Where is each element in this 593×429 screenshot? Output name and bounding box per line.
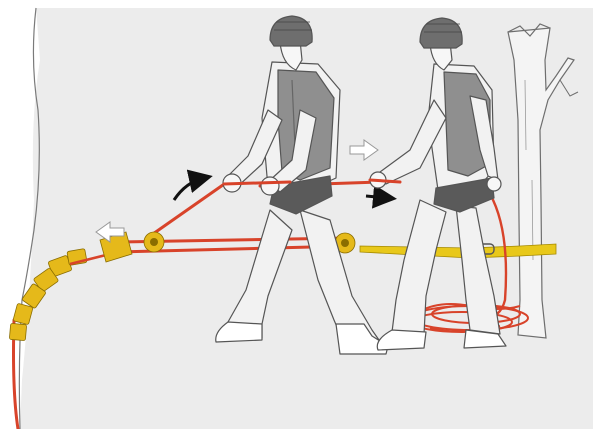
pull-arrow-straight <box>366 196 388 198</box>
